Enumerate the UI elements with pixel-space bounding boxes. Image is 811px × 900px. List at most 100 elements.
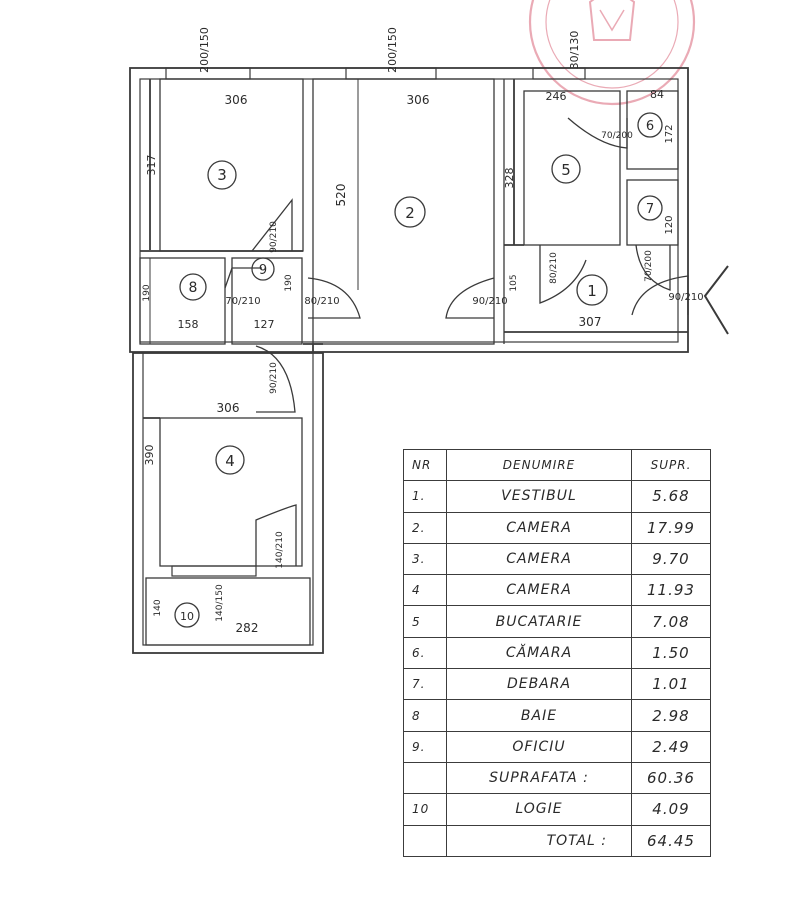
total-row: TOTAL : 64.45 [403,824,711,857]
dim-room9-width: 127 [254,318,275,331]
row-name: CAMERA [446,574,632,607]
room-number-10: 10 [180,610,194,623]
table-row: 5 BUCATARIE 7.08 [403,605,711,638]
header-name: DENUMIRE [446,448,632,482]
subtotal-label: SUPRAFATA : [446,761,632,795]
room-labels [174,112,663,628]
door-swing-4 [255,345,296,413]
room-number-6: 6 [646,119,654,134]
subtotal-row: SUPRAFATA : 60.36 [403,761,711,795]
row-name: CĂMARA [446,636,632,670]
dim-logia-door: 140/150 [215,584,225,622]
row-area: 1.01 [631,668,711,701]
table-row: 2. CAMERA 17.99 [403,511,711,544]
dim-room7-height: 120 [664,215,675,234]
dim-room9-door: 90/210 [269,221,279,253]
row-area: 5.68 [631,480,711,513]
door-swing-entry [631,275,689,316]
row-nr: 9. [403,730,447,763]
dim-room2-width: 306 [407,93,430,107]
door-swing-6 [567,117,628,149]
subtotal-area: 60.36 [631,761,711,795]
dim-logia-width: 282 [236,621,259,635]
table-row: 6. CĂMARA 1.50 [403,636,711,670]
table-row: 7. DEBARA 1.01 [403,668,711,701]
row-nr: 2. [403,511,447,544]
subtotal-nr [403,761,447,795]
logia-row: 10 LOGIE 4.09 [403,793,711,826]
dim-room8-width: 158 [178,318,199,331]
row-area: 11.93 [631,574,711,607]
dim-room8-door: 70/210 [225,296,260,307]
header-area: SUPR. [631,448,711,482]
table-row: 8 BAIE 2.98 [403,699,711,732]
dim-window-mid: 200/150 [386,27,399,73]
room-number-1: 1 [587,282,597,300]
total-area: 64.45 [631,824,711,857]
row-nr: 6. [403,636,447,670]
dim-room4-door-top: 90/210 [269,362,279,394]
door-swing-2b [445,277,495,319]
dim-window-left: 200/150 [198,27,211,73]
table-row: 9. OFICIU 2.49 [403,730,711,763]
total-label: TOTAL : [446,824,632,857]
dim-room5-side: 105 [509,274,519,291]
row-nr: 8 [403,699,447,732]
dim-room6-height: 172 [664,124,675,143]
header-nr: NR [403,448,447,482]
table-row: 3. CAMERA 9.70 [403,542,711,576]
room-number-8: 8 [189,280,198,296]
row-name: OFICIU [446,730,632,763]
row-name: CAMERA [446,511,632,544]
dim-room9-side: 190 [284,274,294,291]
door-swing-2 [307,277,361,319]
door-swing-10 [255,504,297,566]
dim-room1-door: 80/210 [549,252,559,284]
dim-room6-door: 70/200 [601,131,633,141]
row-nr: 5 [403,605,447,638]
dim-room5-height: 328 [503,168,516,189]
row-name: VESTIBUL [446,480,632,513]
dim-room5-width: 246 [546,90,567,103]
row-name: DEBARA [446,668,632,701]
row-area: 7.08 [631,605,711,638]
table-row: 1. VESTIBUL 5.68 [403,480,711,513]
row-name: BAIE [446,699,632,732]
total-nr [403,824,447,857]
room-number-2: 2 [405,204,415,222]
dim-window-right: 30/130 [568,31,581,70]
row-area: 17.99 [631,511,711,544]
row-nr: 3. [403,542,447,576]
dim-room3-height: 317 [145,155,158,176]
row-area: 9.70 [631,542,711,576]
dim-room6-width: 84 [650,88,664,101]
dim-room4-door-bottom: 140/210 [275,531,285,569]
row-name: BUCATARIE [446,605,632,638]
row-nr: 4 [403,574,447,607]
dim-room7-door: 70/200 [644,250,654,282]
door-swing-1 [539,245,587,304]
row-nr: 7. [403,668,447,701]
area-table: NR DENUMIRE SUPR. 1. VESTIBUL 5.68 2. CA… [403,448,711,857]
row-name: CAMERA [446,542,632,576]
dim-logia-side: 140 [153,599,163,616]
room-number-4: 4 [225,452,235,470]
dim-room4-height: 390 [143,445,156,466]
table-header-row: NR DENUMIRE SUPR. [403,448,711,482]
room-number-7: 7 [646,202,654,217]
room-number-3: 3 [217,166,227,184]
row-nr: 1. [403,480,447,513]
dim-entry-door: 90/210 [668,292,703,303]
logia-nr: 10 [403,793,447,826]
stamp-icon [528,0,696,106]
dim-room4-width: 306 [217,401,240,415]
walls [129,67,689,654]
table-row: 4 CAMERA 11.93 [403,574,711,607]
dim-room2-height: 520 [334,184,348,207]
dim-room2-door: 80/210 [304,296,339,307]
dim-room3-width: 306 [225,93,248,107]
dim-room8-height: 190 [142,284,152,301]
row-area: 2.98 [631,699,711,732]
row-area: 1.50 [631,636,711,670]
